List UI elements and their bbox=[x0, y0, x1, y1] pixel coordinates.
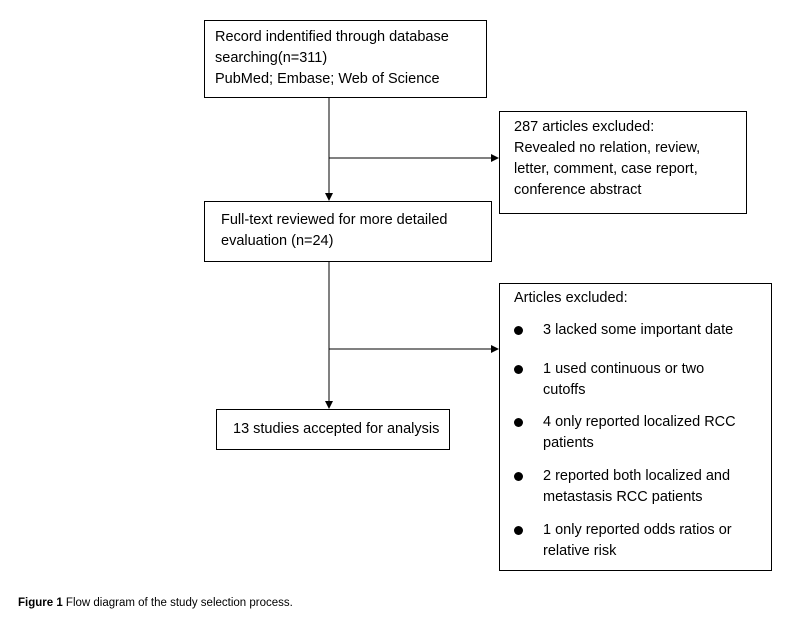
bullet-icon bbox=[514, 472, 523, 481]
fulltext-line-2: evaluation (n=24) bbox=[221, 233, 334, 249]
bullet-icon bbox=[514, 526, 523, 535]
reason-line: 4 only reported localized RCC bbox=[543, 414, 736, 430]
reason-line: metastasis RCC patients bbox=[543, 489, 703, 505]
reason-line: 3 lacked some important date bbox=[543, 322, 734, 338]
exclusion-1-line-1: 287 articles excluded: bbox=[514, 119, 655, 135]
exclusion-1-line-2: Revealed no relation, review, bbox=[514, 140, 701, 156]
records-line-2: searching(n=311) bbox=[215, 50, 328, 66]
reason-line: 2 reported both localized and bbox=[543, 468, 731, 484]
reason-line: relative risk bbox=[543, 543, 617, 559]
bullet-icon bbox=[514, 365, 523, 374]
figure-caption: Figure 1 Flow diagram of the study selec… bbox=[18, 597, 293, 609]
exclusion-1-line-4: conference abstract bbox=[514, 182, 642, 198]
caption-text: Flow diagram of the study selection proc… bbox=[62, 597, 293, 609]
bullet-icon bbox=[514, 418, 523, 427]
reason-line: patients bbox=[543, 435, 594, 451]
exclusion-1-line-3: letter, comment, case report, bbox=[514, 161, 698, 177]
reason-line: cutoffs bbox=[543, 382, 586, 398]
accepted-text: 13 studies accepted for analysis bbox=[233, 421, 440, 437]
bullet-icon bbox=[514, 326, 523, 335]
fulltext-line-1: Full-text reviewed for more detailed bbox=[221, 212, 448, 228]
records-identified-box: Record indentified through database sear… bbox=[204, 20, 487, 98]
exclusion-box-2: Articles excluded: 3 lacked some importa… bbox=[499, 283, 772, 571]
records-line-1: Record indentified through database bbox=[215, 29, 449, 45]
exclusion-box-1: 287 articles excluded: Revealed no relat… bbox=[499, 111, 747, 214]
exclusion-2-title: Articles excluded: bbox=[514, 290, 628, 306]
records-line-3: PubMed; Embase; Web of Science bbox=[215, 71, 440, 87]
studies-accepted-box: 13 studies accepted for analysis bbox=[216, 409, 450, 450]
reason-line: 1 used continuous or two bbox=[543, 361, 705, 377]
figure-label: Figure 1 bbox=[18, 597, 63, 609]
reason-line: 1 only reported odds ratios or bbox=[543, 522, 732, 538]
fulltext-review-box: Full-text reviewed for more detailed eva… bbox=[204, 201, 492, 262]
